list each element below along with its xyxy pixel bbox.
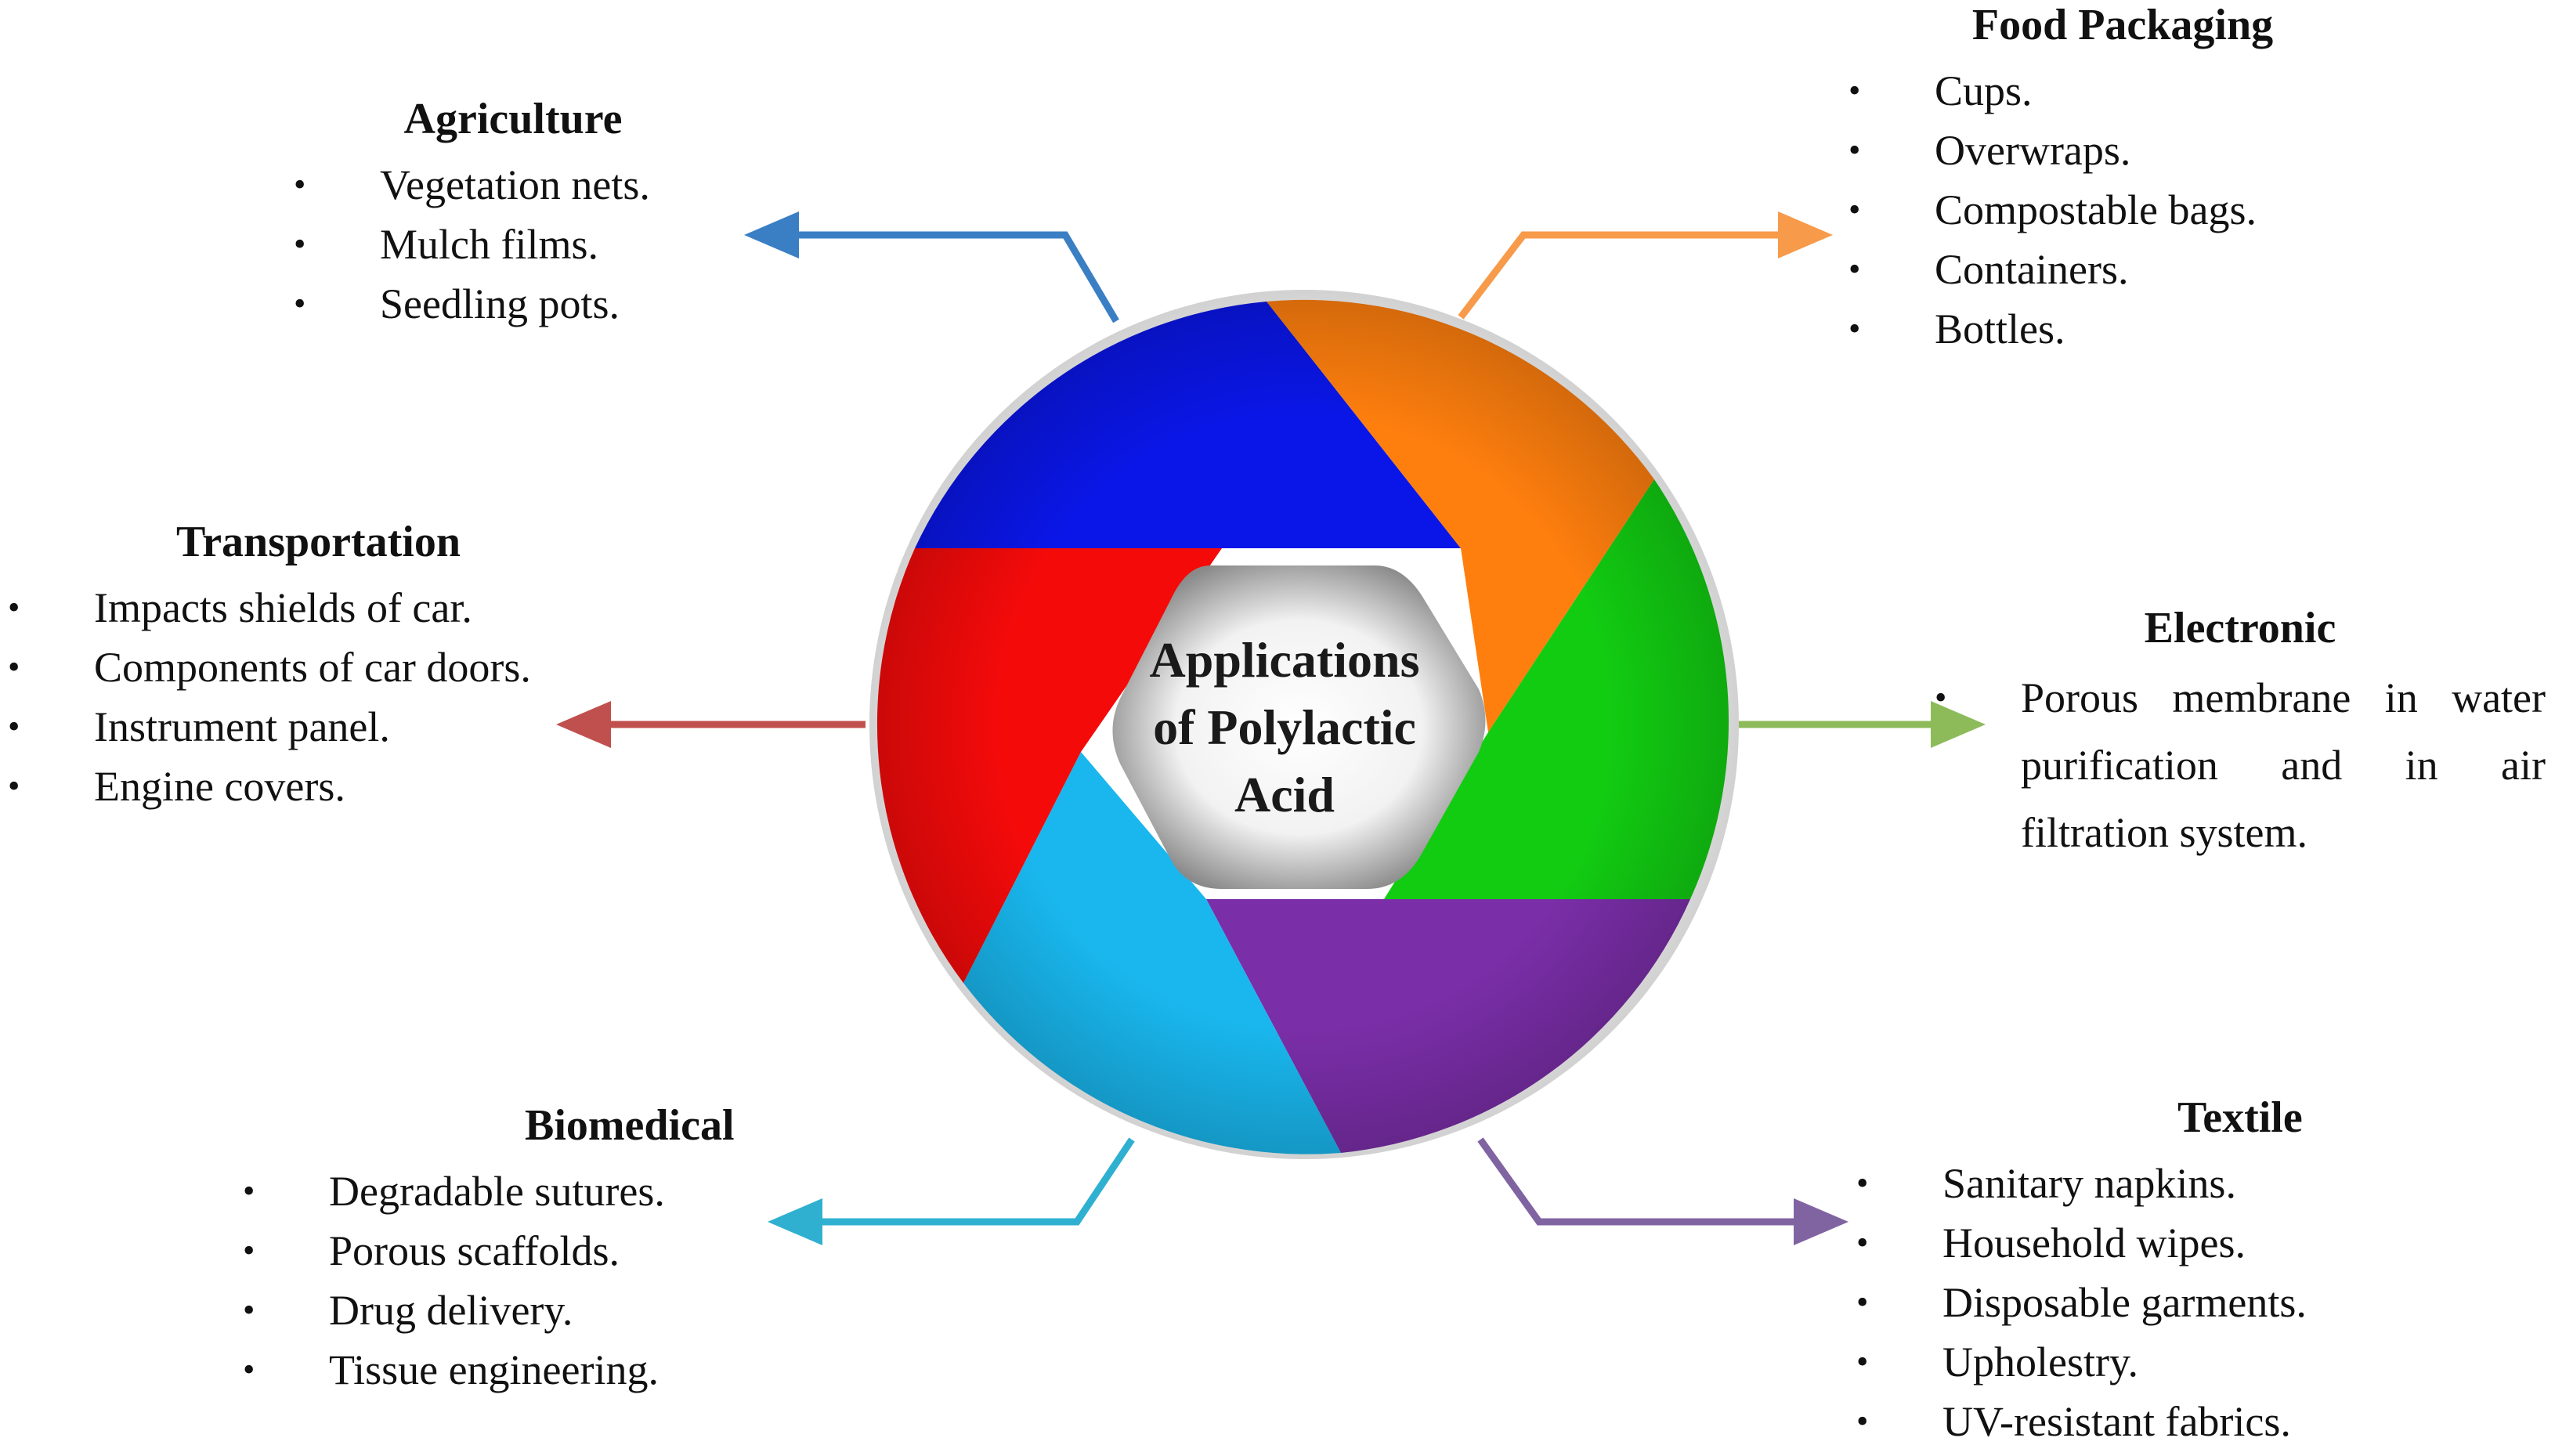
item-list-transportation: Impacts shields of car. Components of ca…: [8, 578, 619, 816]
item-list-food-packaging: Cups. Overwraps. Compostable bags. Conta…: [1848, 61, 2397, 359]
item-list-agriculture: Vegetation nets. Mulch films. Seedling p…: [294, 155, 732, 334]
arrow-textile: [1477, 1137, 1848, 1245]
list-item: Cups.: [1848, 61, 2397, 121]
aperture-wheel: [869, 290, 1739, 1159]
list-item: Instrument panel.: [8, 697, 619, 757]
list-item: Engine covers.: [8, 757, 619, 816]
list-item: Household wipes.: [1856, 1213, 2452, 1273]
group-title-food-packaging: Food Packaging: [1971, 1, 2274, 49]
group-title-biomedical: Biomedical: [525, 1101, 735, 1150]
list-item: Tissue engineering.: [243, 1340, 744, 1400]
list-item: Overwraps.: [1848, 121, 2397, 180]
list-item: Disposable garments.: [1856, 1273, 2452, 1332]
item-list-electronic: Porous membrane in water purification an…: [1935, 664, 2546, 866]
list-item: Seedling pots.: [294, 274, 732, 334]
arrow-agriculture: [744, 211, 1119, 323]
list-item: Upholestry.: [1856, 1332, 2452, 1392]
list-item: Components of car doors.: [8, 638, 619, 697]
group-textile: Textile Sanitary napkins. Household wipe…: [1856, 1093, 2452, 1451]
list-item: Impacts shields of car.: [8, 578, 619, 638]
group-biomedical: Biomedical Degradable sutures. Porous sc…: [243, 1100, 744, 1400]
item-list-biomedical: Degradable sutures. Porous scaffolds. Dr…: [243, 1162, 744, 1400]
list-item: Porous scaffolds.: [243, 1221, 744, 1281]
list-item: Vegetation nets.: [294, 155, 732, 215]
arrow-food-packaging: [1458, 211, 1833, 320]
group-food-packaging: Food Packaging Cups. Overwraps. Composta…: [1848, 0, 2397, 359]
group-electronic: Electronic Porous membrane in water puri…: [1935, 603, 2546, 866]
group-agriculture: Agriculture Vegetation nets. Mulch films…: [294, 94, 732, 334]
list-item: Containers.: [1848, 240, 2397, 299]
list-item: UV-resistant fabrics.: [1856, 1392, 2452, 1451]
arrow-biomedical: [768, 1137, 1135, 1245]
list-item: Mulch films.: [294, 215, 732, 274]
item-list-textile: Sanitary napkins. Household wipes. Dispo…: [1856, 1154, 2452, 1451]
group-title-electronic: Electronic: [2144, 604, 2336, 652]
center-line-1: Applications: [1149, 632, 1420, 688]
group-title-textile: Textile: [2177, 1093, 2303, 1142]
list-item: Drug delivery.: [243, 1281, 744, 1340]
center-line-2: of Polylactic: [1153, 699, 1416, 755]
center-label: Applications of Polylactic Acid: [1104, 627, 1465, 829]
list-item: Bottles.: [1848, 299, 2397, 359]
group-title-transportation: Transportation: [176, 518, 461, 566]
list-item: Porous membrane in water purification an…: [1935, 664, 2546, 866]
center-line-3: Acid: [1234, 767, 1335, 822]
list-item: Sanitary napkins.: [1856, 1154, 2452, 1213]
list-item: Compostable bags.: [1848, 180, 2397, 240]
center-hub: [1112, 565, 1486, 889]
group-transportation: Transportation Impacts shields of car. C…: [8, 517, 619, 816]
list-item: Degradable sutures.: [243, 1162, 744, 1221]
group-title-agriculture: Agriculture: [403, 95, 623, 143]
